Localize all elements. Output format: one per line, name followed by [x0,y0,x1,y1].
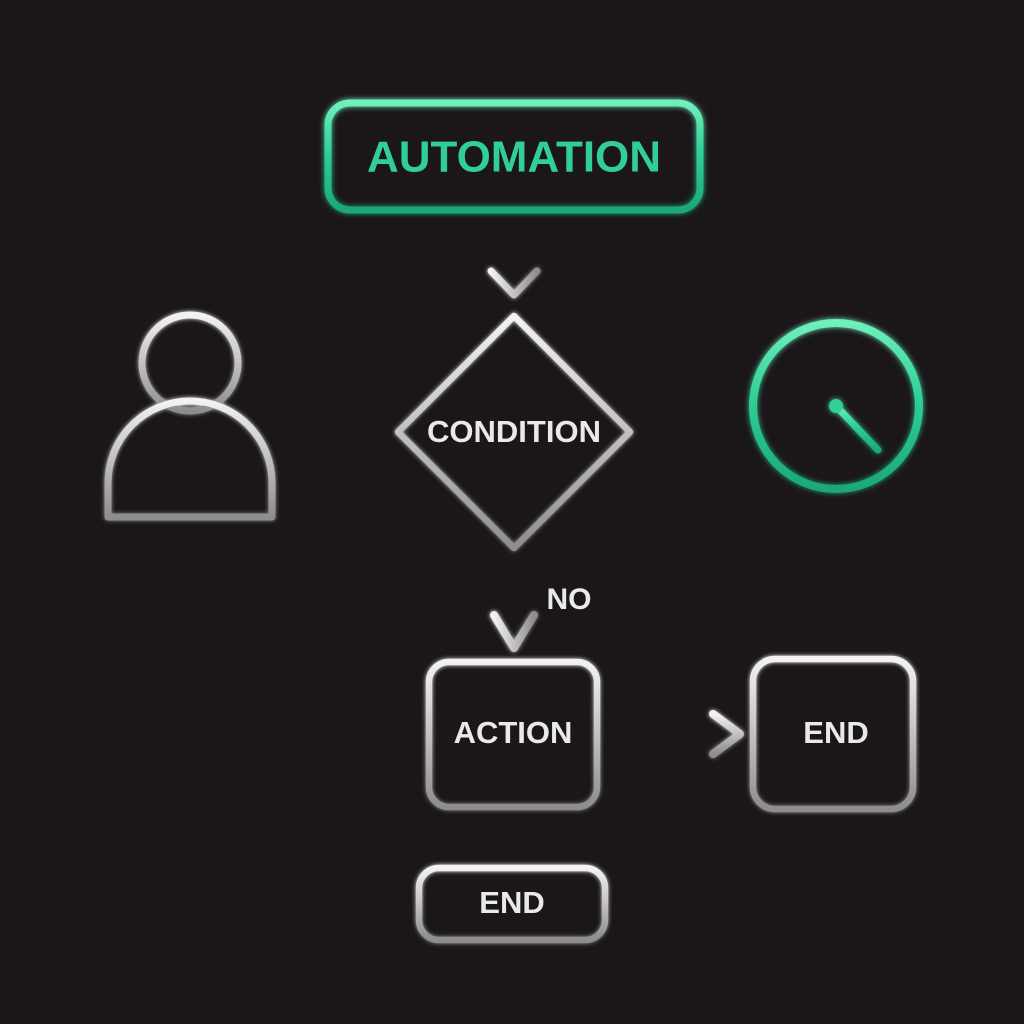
node-action-label: ACTION [454,715,573,750]
node-end-bottom[interactable] [415,864,609,944]
user-icon [104,311,276,521]
edge-action-to-end-right [597,710,744,758]
edge-label-no: NO [547,583,592,616]
edge-condition-to-action [490,548,538,655]
clock-icon [749,319,923,493]
node-condition-label: CONDITION [427,414,601,449]
node-end-right-label: END [803,715,868,750]
node-automation-label: AUTOMATION [367,133,661,182]
edge-automation-to-condition [487,210,541,318]
node-end-bottom-label: END [479,885,544,920]
node-end-right[interactable] [749,655,917,813]
node-automation[interactable] [324,99,704,214]
